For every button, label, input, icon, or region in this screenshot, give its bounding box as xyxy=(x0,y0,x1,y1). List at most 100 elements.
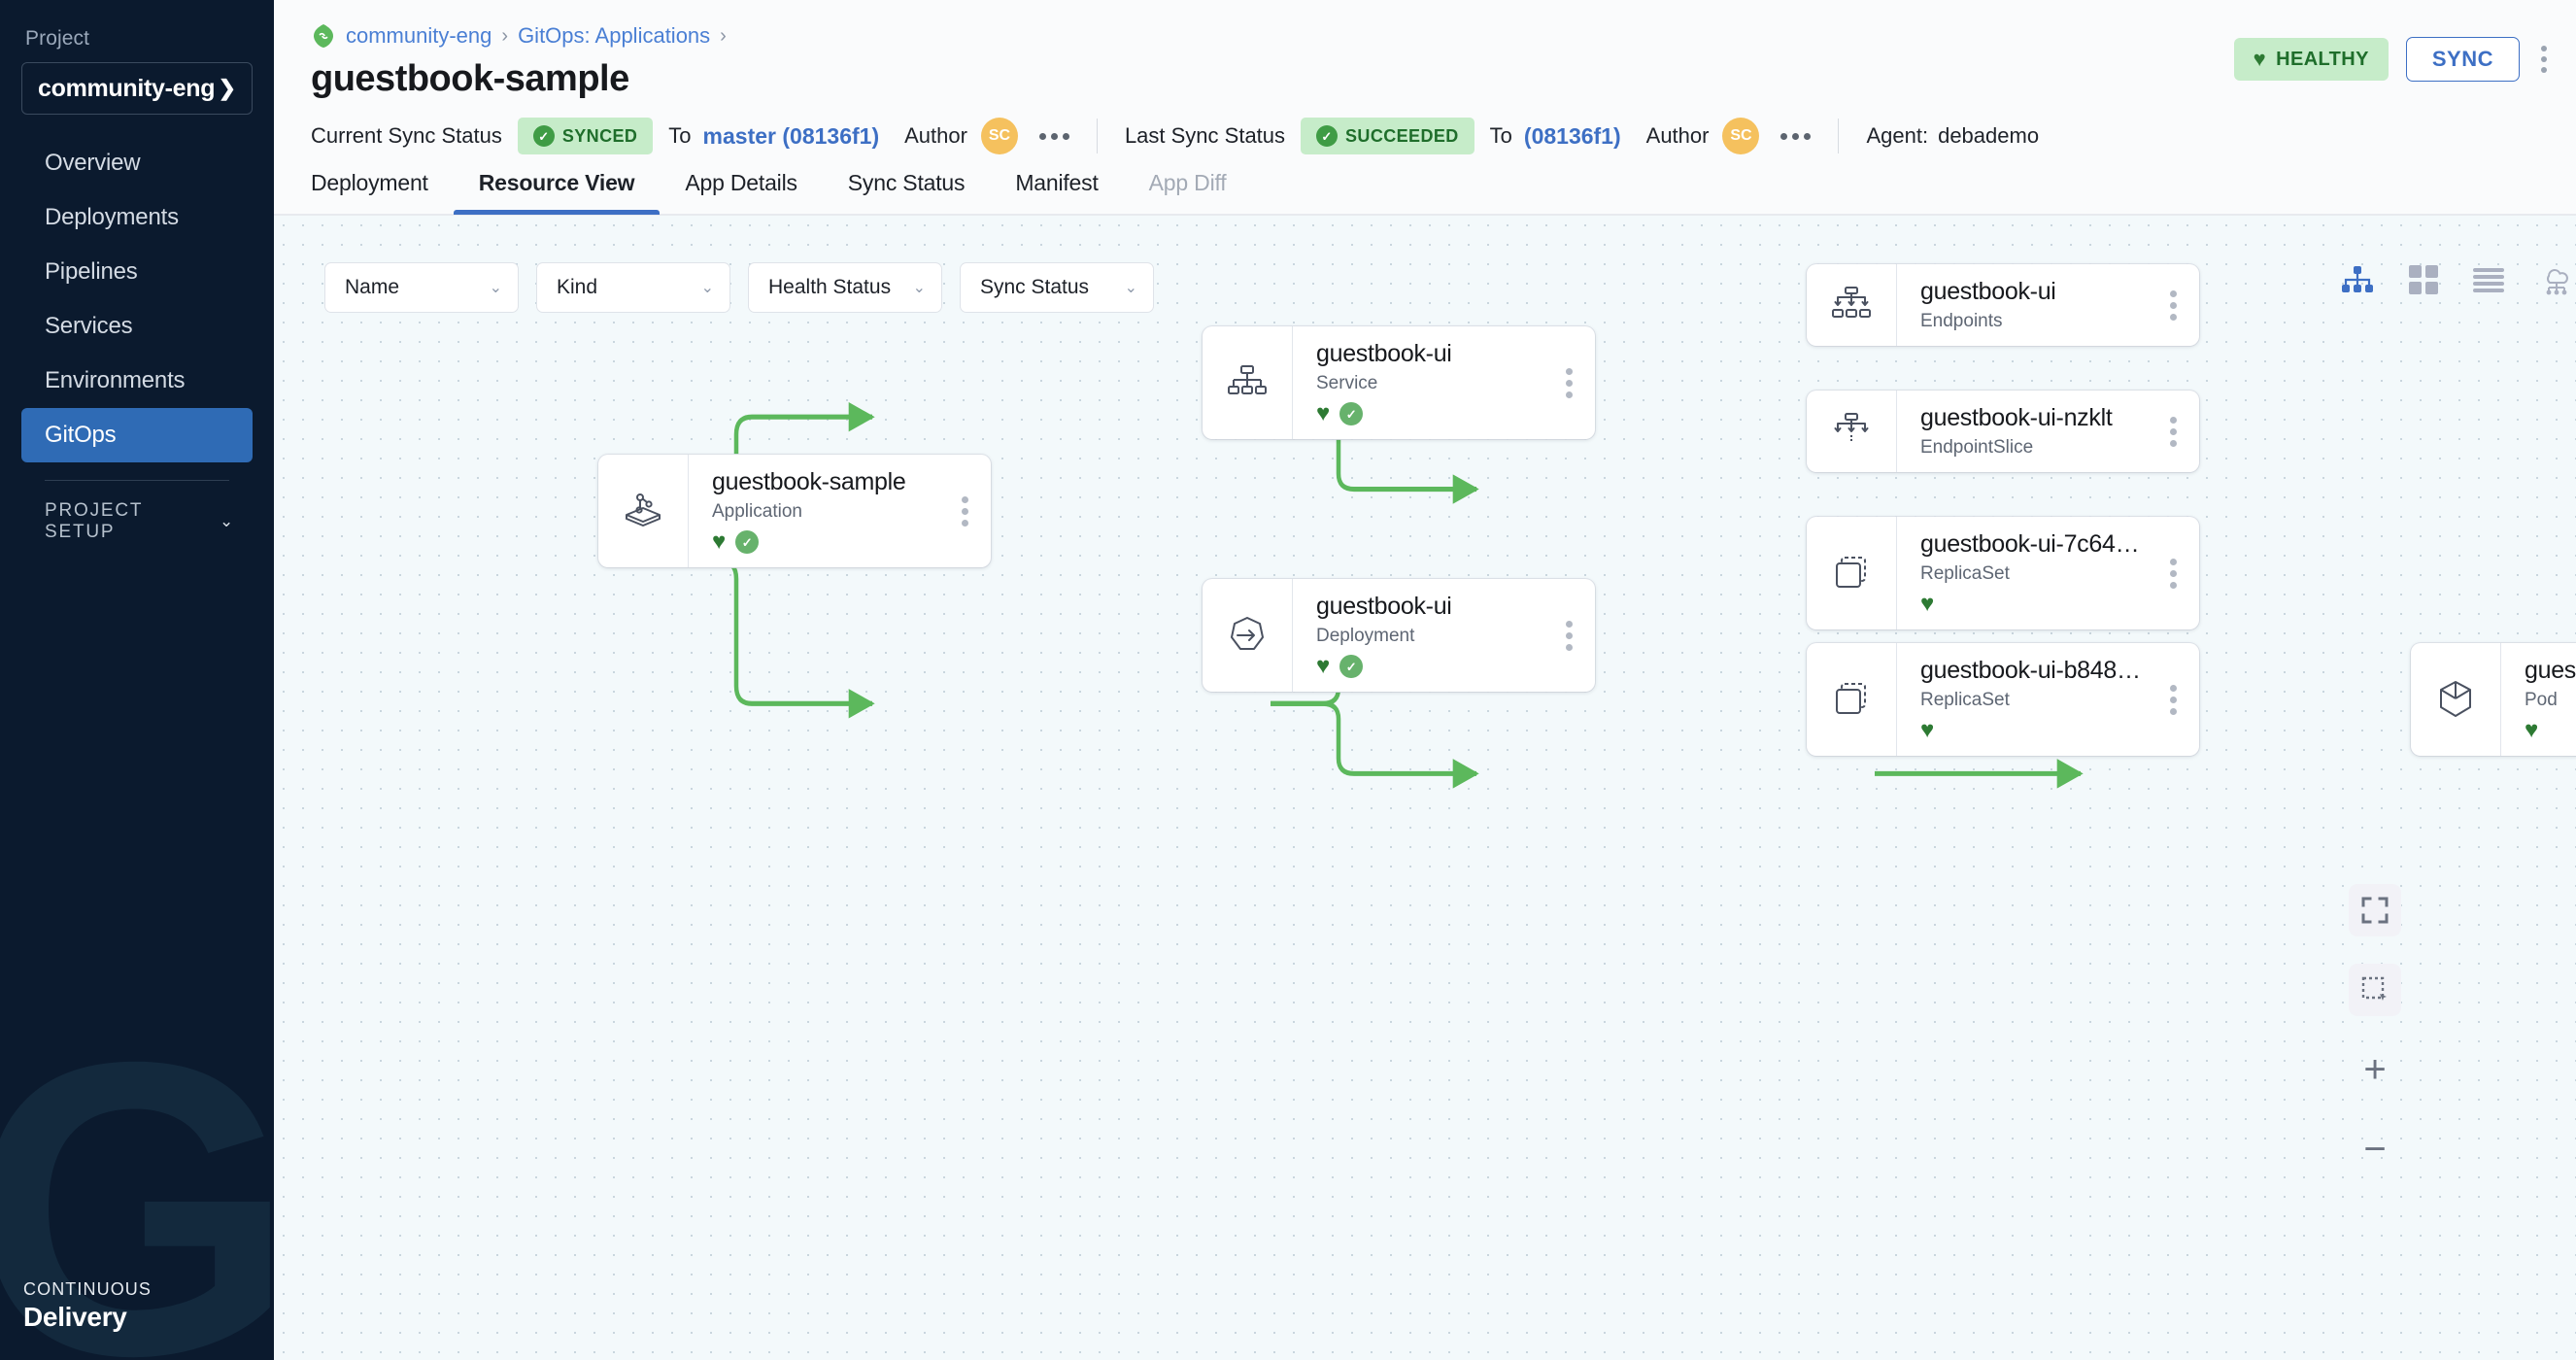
zoom-out-button[interactable]: − xyxy=(2349,1123,2401,1175)
network-view-icon[interactable] xyxy=(2539,264,2574,295)
filter-name-dropdown[interactable]: Name ⌄ xyxy=(324,262,519,313)
resource-graph-canvas[interactable]: Name ⌄ Kind ⌄ Health Status ⌄ Sync Statu… xyxy=(274,215,2576,1360)
sync-check-icon: ✓ xyxy=(1339,402,1364,425)
main-content: community-eng › GitOps: Applications › g… xyxy=(274,0,2576,1360)
node-name: guestbook-ui xyxy=(1920,278,2056,305)
avatar: SC xyxy=(980,118,1018,154)
sidebar-item-pipelines[interactable]: Pipelines xyxy=(21,245,253,299)
node-kind: EndpointSlice xyxy=(1920,437,2034,458)
project-selector-button[interactable]: community-eng ❯ xyxy=(21,62,253,115)
tab-deployment[interactable]: Deployment xyxy=(311,170,428,195)
health-badge-label: HEALTHY xyxy=(2276,48,2369,70)
check-circle-icon: ✓ xyxy=(532,125,555,147)
node-status: ♥ xyxy=(1920,719,2147,742)
node-kind: ReplicaSet xyxy=(1920,690,2010,710)
node-menu-icon[interactable] xyxy=(2147,289,2199,321)
graph-node-replicaset-2[interactable]: guestbook-ui-b848d5d9d ReplicaSet ♥ xyxy=(1807,643,2199,756)
breadcrumb-link-project[interactable]: community-eng xyxy=(346,23,492,48)
filter-label: Health Status xyxy=(768,276,892,298)
filter-bar: Name ⌄ Kind ⌄ Health Status ⌄ Sync Statu… xyxy=(324,262,1154,313)
zoom-in-button[interactable]: + xyxy=(2349,1043,2401,1096)
node-menu-icon[interactable] xyxy=(1542,367,1595,398)
endpointslice-icon xyxy=(1807,411,1896,452)
last-sync-status-value: SUCCEEDED xyxy=(1345,125,1459,146)
heart-icon: ♥ xyxy=(1316,400,1331,426)
header-actions: ♥ HEALTHY SYNC xyxy=(2233,37,2551,82)
node-menu-icon[interactable] xyxy=(2147,684,2199,715)
heart-icon: ♥ xyxy=(2253,47,2267,71)
current-to-label: To xyxy=(668,123,692,148)
last-sync-status-badge: ✓ SUCCEEDED xyxy=(1301,118,1474,154)
node-kind: Endpoints xyxy=(1920,311,2003,331)
sidebar-item-label: Environments xyxy=(45,367,186,393)
fit-to-screen-button[interactable] xyxy=(2349,884,2401,936)
graph-node-endpoints[interactable]: guestbook-ui Endpoints xyxy=(1807,264,2199,346)
graph-node-replicaset-1[interactable]: guestbook-ui-7c64987dc9 ReplicaSet ♥ xyxy=(1807,517,2199,629)
heart-icon: ♥ xyxy=(1920,717,1935,743)
chevron-down-icon: ⌄ xyxy=(489,280,502,296)
tab-manifest[interactable]: Manifest xyxy=(1015,170,1099,195)
agent-value: debademo xyxy=(1938,123,2040,148)
sidebar-item-deployments[interactable]: Deployments xyxy=(21,190,253,245)
tab-resource-view[interactable]: Resource View xyxy=(453,170,661,215)
grid-view-icon[interactable] xyxy=(2409,265,2438,294)
graph-node-application[interactable]: guestbook-sample Application ♥ ✓ xyxy=(598,455,991,567)
sidebar-item-overview[interactable]: Overview xyxy=(21,136,253,190)
tab-sync-status[interactable]: Sync Status xyxy=(847,170,966,195)
tree-view-icon[interactable] xyxy=(2341,265,2374,294)
more-options-icon[interactable] xyxy=(2537,42,2551,77)
footer-logo-top: CONTINUOUS xyxy=(23,1279,152,1299)
sidebar-item-services[interactable]: Services xyxy=(21,299,253,354)
application-icon xyxy=(598,489,688,533)
node-menu-icon[interactable] xyxy=(938,495,991,527)
node-menu-icon[interactable] xyxy=(2147,558,2199,589)
last-commit-link[interactable]: (08136f1) xyxy=(1523,122,1621,149)
deployment-icon xyxy=(1203,613,1292,658)
graph-node-deployment[interactable]: guestbook-ui Deployment ♥ ✓ xyxy=(1203,579,1595,692)
replicaset-icon xyxy=(1807,678,1896,721)
node-status: ♥ xyxy=(1920,593,2147,616)
graph-node-endpointslice[interactable]: guestbook-ui-nzklt EndpointSlice xyxy=(1807,391,2199,472)
canvas-zoom-controls: + − xyxy=(2349,884,2401,1175)
sync-button[interactable]: SYNC xyxy=(2405,37,2520,82)
node-kind: ReplicaSet xyxy=(1920,563,2010,584)
node-name: guestbook-ui-b848d5d9d xyxy=(1920,657,2147,684)
sidebar: G Project community-eng ❯ Overview Deplo… xyxy=(0,0,274,1360)
sidebar-item-label: GitOps xyxy=(45,422,117,448)
sidebar-footer-logo: CONTINUOUS Delivery xyxy=(23,1279,152,1333)
current-sync-more-icon[interactable] xyxy=(1038,132,1069,140)
project-setup-toggle[interactable]: PROJECT SETUP ⌄ xyxy=(21,500,253,542)
tab-app-details[interactable]: App Details xyxy=(685,170,797,195)
graph-node-service[interactable]: guestbook-ui Service ♥ ✓ xyxy=(1203,326,1595,439)
last-sync-more-icon[interactable] xyxy=(1780,132,1812,140)
node-menu-icon[interactable] xyxy=(1542,620,1595,651)
node-name: guestbook-ui xyxy=(1316,340,1452,367)
project-label: Project xyxy=(25,27,90,50)
node-status: ♥ xyxy=(2525,719,2576,742)
footer-logo-bottom: Delivery xyxy=(23,1302,127,1332)
sidebar-item-environments[interactable]: Environments xyxy=(21,354,253,408)
filter-health-status-dropdown[interactable]: Health Status ⌄ xyxy=(748,262,942,313)
sidebar-item-gitops[interactable]: GitOps xyxy=(21,408,253,462)
breadcrumb-separator: › xyxy=(720,24,727,47)
last-to-label: To xyxy=(1489,123,1512,148)
filter-label: Sync Status xyxy=(980,276,1090,298)
sidebar-divider xyxy=(45,480,229,481)
replicaset-icon xyxy=(1807,552,1896,595)
zoom-out-label: − xyxy=(2363,1128,2387,1171)
breadcrumb-separator: › xyxy=(501,24,509,47)
current-commit-link[interactable]: master (08136f1) xyxy=(702,122,880,149)
chevron-right-icon: ❯ xyxy=(218,76,236,100)
zoom-in-label: + xyxy=(2363,1048,2387,1091)
current-sync-status-badge: ✓ SYNCED xyxy=(517,118,654,154)
graph-node-pod[interactable]: guestbook-ui-b848d5d9… Pod ♥ xyxy=(2411,643,2576,756)
breadcrumb-link-applications[interactable]: GitOps: Applications xyxy=(518,23,711,48)
service-icon xyxy=(1203,362,1292,403)
filter-sync-status-dropdown[interactable]: Sync Status ⌄ xyxy=(960,262,1154,313)
node-name: guestbook-ui xyxy=(1316,593,1452,620)
filter-kind-dropdown[interactable]: Kind ⌄ xyxy=(536,262,730,313)
node-menu-icon[interactable] xyxy=(2147,416,2199,447)
list-view-icon[interactable] xyxy=(2473,267,2504,292)
selection-box-button[interactable] xyxy=(2349,964,2401,1016)
node-kind: Deployment xyxy=(1316,626,1415,646)
